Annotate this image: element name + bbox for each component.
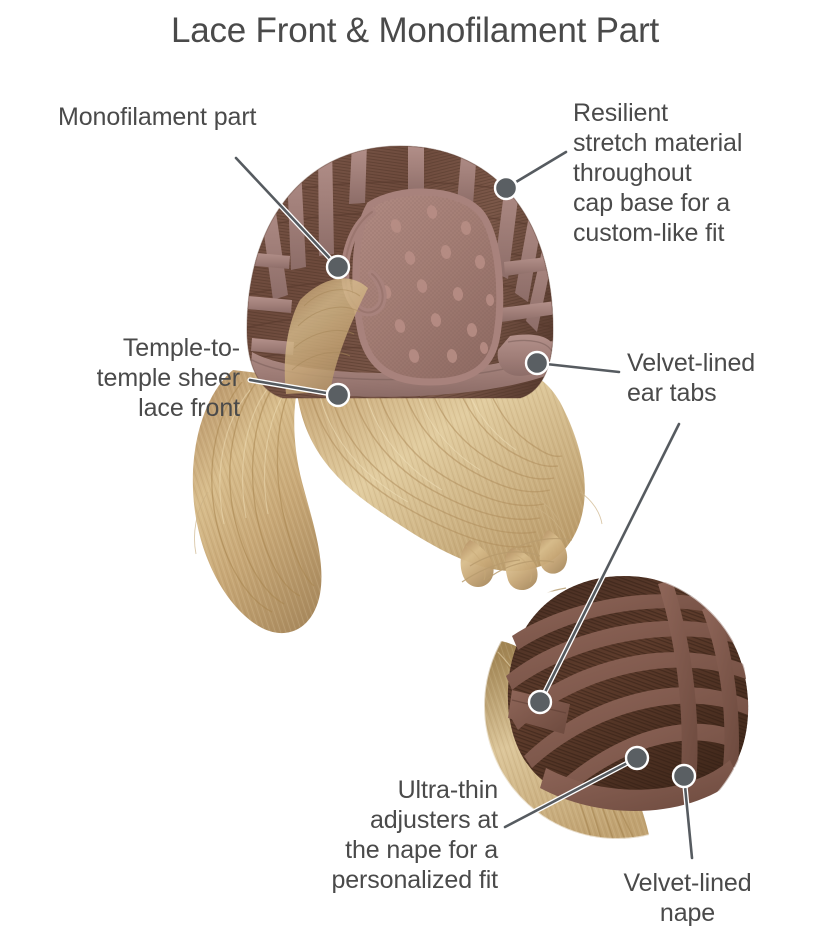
wig-hair [192, 370, 603, 634]
callout-label-ear-tabs: Velvet-lined ear tabs [627, 348, 822, 408]
callout-label-nape: Velvet-lined nape [600, 868, 775, 928]
callout-line: temple sheer [96, 364, 240, 392]
callout-line: Velvet-lined [623, 869, 752, 897]
callout-line: Velvet-lined [627, 349, 756, 377]
callout-line: lace front [138, 394, 240, 422]
callout-line: cap base for a [573, 189, 731, 217]
callout-line: the nape for a [345, 836, 498, 864]
nape-closeup-inset [483, 572, 751, 840]
page-title: Lace Front & Monofilament Part [170, 11, 660, 50]
monofilament-part-panel [341, 188, 504, 386]
callout-label-monofilament-part: Monofilament part [58, 102, 318, 132]
callout-line: custom-like fit [573, 219, 725, 247]
callout-label-lace-front: Temple-to- temple sheer lace front [35, 333, 240, 423]
callout-line: throughout [573, 159, 692, 187]
callout-line: nape [659, 899, 716, 927]
callout-line: Monofilament part [58, 103, 257, 131]
callout-line: Temple-to- [122, 334, 240, 362]
callout-label-adjusters: Ultra-thin adjusters at the nape for a p… [250, 775, 498, 895]
callout-line: stretch material [573, 129, 743, 157]
callout-line: Ultra-thin [397, 776, 499, 804]
callout-label-resilient-stretch: Resilient stretch material throughout ca… [573, 98, 823, 248]
wig-cap-base [246, 145, 554, 399]
callout-line: Resilient [573, 99, 668, 127]
callout-line: adjusters at [369, 806, 498, 834]
callout-line: ear tabs [627, 379, 717, 407]
callout-line: personalized fit [331, 866, 498, 894]
